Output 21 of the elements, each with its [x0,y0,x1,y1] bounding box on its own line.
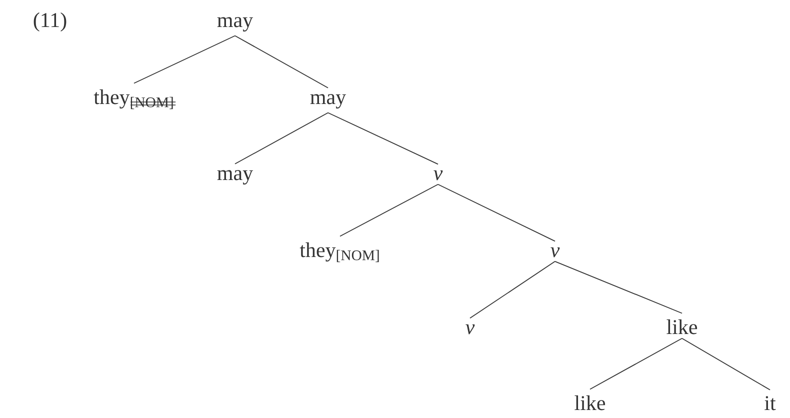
tree-branch [682,338,770,390]
tree-branch [438,184,556,242]
example-number: (11) [34,12,66,32]
tree-label: they$_{[NOM]}$ [300,242,379,262]
tree-branch [470,260,556,319]
tree-label: may [217,17,254,32]
tree-label: v [434,170,443,180]
tree-label: like [666,319,698,334]
tree-label: it [764,396,776,410]
tree-branch [340,184,438,237]
tree-branch [234,112,328,164]
tree-label: may [217,170,254,185]
tree-label: like [574,395,606,410]
tree-branch [234,35,328,88]
tree-label: may [310,94,346,109]
tree-branch [134,35,236,84]
tree-label: v [466,324,475,334]
tree-branch [590,338,682,390]
tree-label: v [550,247,560,258]
tree-branch [554,260,682,314]
tree-branch [328,112,438,165]
